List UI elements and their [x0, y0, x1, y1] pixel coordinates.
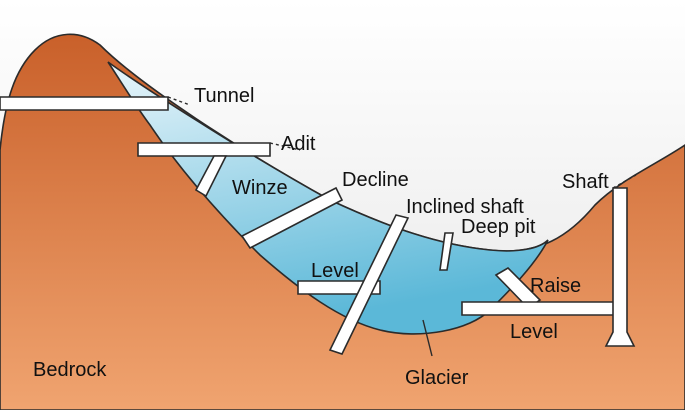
shaft-collar-dashes [612, 174, 637, 189]
inclined-shaft-passage [328, 214, 410, 355]
label-shaft: Shaft [562, 171, 609, 193]
label-tunnel: Tunnel [194, 85, 255, 107]
label-level-right: Level [510, 321, 558, 343]
adit-passage [137, 142, 271, 157]
label-raise: Raise [530, 275, 582, 297]
label-decline: Decline [342, 169, 409, 191]
label-bedrock: Bedrock [33, 359, 107, 381]
decline-passage [240, 186, 344, 250]
winze-passage [194, 155, 228, 198]
label-level-left: Level [311, 260, 359, 282]
shaft-passage [604, 187, 636, 347]
label-winze: Winze [232, 177, 288, 199]
deep-pit-passage [439, 232, 454, 271]
label-inclined-shaft: Inclined shaft [406, 196, 524, 218]
level-right-passage [461, 301, 616, 316]
adit-portal-dashes [269, 142, 301, 151]
label-deep-pit: Deep pit [461, 216, 536, 238]
tunnel-portal-dashes [167, 96, 191, 106]
label-glacier: Glacier [405, 367, 469, 389]
label-adit: Adit [281, 133, 316, 155]
tunnel-passage [0, 96, 169, 111]
glacier-leader-line [422, 319, 433, 357]
raise-passage [494, 266, 542, 310]
